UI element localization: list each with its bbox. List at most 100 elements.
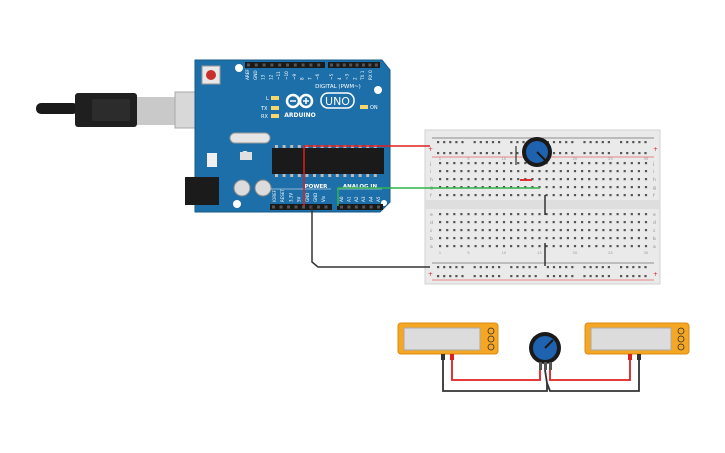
- breadboard-hole[interactable]: [545, 170, 548, 173]
- breadboard-hole[interactable]: [446, 186, 449, 189]
- breadboard-hole[interactable]: [488, 237, 491, 240]
- rail-hole[interactable]: [559, 141, 562, 144]
- breadboard-hole[interactable]: [559, 245, 562, 248]
- breadboard-hole[interactable]: [510, 213, 513, 216]
- rail-hole[interactable]: [534, 275, 537, 278]
- rail-hole[interactable]: [443, 141, 446, 144]
- breadboard-hole[interactable]: [510, 221, 513, 224]
- breadboard-hole[interactable]: [439, 194, 442, 197]
- wire-right-red[interactable]: [549, 360, 631, 381]
- breadboard-hole[interactable]: [517, 229, 520, 232]
- breadboard-hole[interactable]: [481, 221, 484, 224]
- breadboard-hole[interactable]: [623, 178, 626, 181]
- breadboard-hole[interactable]: [588, 162, 591, 165]
- rail-hole[interactable]: [620, 266, 623, 269]
- breadboard-hole[interactable]: [623, 237, 626, 240]
- breadboard-hole[interactable]: [566, 186, 569, 189]
- breadboard-hole[interactable]: [559, 221, 562, 224]
- arduino-uno-board[interactable]: L TX RX ON UNO ARDUINO DIGITAL (PWM~) AR…: [185, 59, 391, 213]
- breadboard-hole[interactable]: [453, 237, 456, 240]
- rail-hole[interactable]: [455, 141, 458, 144]
- breadboard-hole[interactable]: [630, 229, 633, 232]
- breadboard-hole[interactable]: [460, 229, 463, 232]
- breadboard-hole[interactable]: [637, 170, 640, 173]
- breadboard-hole[interactable]: [495, 213, 498, 216]
- breadboard-hole[interactable]: [531, 221, 534, 224]
- rail-hole[interactable]: [626, 152, 629, 155]
- breadboard-hole[interactable]: [573, 186, 577, 189]
- breadboard-hole[interactable]: [467, 237, 470, 240]
- breadboard-hole[interactable]: [502, 229, 506, 232]
- breadboard-hole[interactable]: [581, 186, 584, 189]
- rail-hole[interactable]: [516, 152, 519, 155]
- breadboard-hole[interactable]: [524, 186, 527, 189]
- breadboard-hole[interactable]: [552, 229, 555, 232]
- rail-hole[interactable]: [583, 152, 586, 155]
- breadboard-hole[interactable]: [474, 178, 477, 181]
- breadboard-hole[interactable]: [644, 229, 648, 232]
- breadboard-hole[interactable]: [559, 229, 562, 232]
- rail-hole[interactable]: [461, 141, 464, 144]
- breadboard-hole[interactable]: [531, 237, 534, 240]
- multimeter-terminal-v[interactable]: [677, 335, 685, 343]
- breadboard-hole[interactable]: [495, 229, 498, 232]
- breadboard-hole[interactable]: [602, 194, 605, 197]
- breadboard-hole[interactable]: [510, 162, 513, 165]
- breadboard-hole[interactable]: [502, 237, 506, 240]
- breadboard-hole[interactable]: [517, 221, 520, 224]
- breadboard-hole[interactable]: [488, 213, 491, 216]
- rail-hole[interactable]: [565, 141, 568, 144]
- breadboard-hole[interactable]: [538, 178, 541, 181]
- breadboard-hole[interactable]: [531, 213, 534, 216]
- wire-5v-red[interactable]: [303, 145, 430, 206]
- rail-hole[interactable]: [443, 152, 446, 155]
- breadboard-hole[interactable]: [602, 245, 605, 248]
- breadboard-hole[interactable]: [488, 245, 491, 248]
- breadboard-hole[interactable]: [460, 194, 463, 197]
- rail-hole[interactable]: [632, 275, 635, 278]
- breadboard-hole[interactable]: [467, 186, 470, 189]
- breadboard-hole[interactable]: [481, 162, 484, 165]
- breadboard-hole[interactable]: [488, 178, 491, 181]
- breadboard-hole[interactable]: [637, 162, 640, 165]
- breadboard-hole[interactable]: [559, 237, 562, 240]
- breadboard-hole[interactable]: [602, 221, 605, 224]
- breadboard-hole[interactable]: [616, 178, 619, 181]
- breadboard-hole[interactable]: [623, 213, 626, 216]
- breadboard-hole[interactable]: [630, 213, 633, 216]
- breadboard-hole[interactable]: [616, 237, 619, 240]
- breadboard-hole[interactable]: [524, 170, 527, 173]
- breadboard-hole[interactable]: [581, 194, 584, 197]
- rail-hole[interactable]: [516, 266, 519, 269]
- breadboard-hole[interactable]: [609, 213, 612, 216]
- breadboard-hole[interactable]: [502, 245, 506, 248]
- rail-hole[interactable]: [601, 141, 604, 144]
- breadboard-hole[interactable]: [573, 178, 577, 181]
- rail-hole[interactable]: [559, 275, 562, 278]
- breadboard-hole[interactable]: [552, 194, 555, 197]
- breadboard-hole[interactable]: [495, 237, 498, 240]
- rail-hole[interactable]: [644, 275, 647, 278]
- rail-hole[interactable]: [479, 152, 482, 155]
- multimeter-terminal-a[interactable]: [487, 327, 495, 335]
- breadboard-hole[interactable]: [623, 229, 626, 232]
- breadboard-hole[interactable]: [637, 178, 640, 181]
- breadboard-hole[interactable]: [545, 245, 548, 248]
- breadboard-hole[interactable]: [552, 178, 555, 181]
- rail-hole[interactable]: [546, 275, 549, 278]
- breadboard-hole[interactable]: [595, 245, 598, 248]
- breadboard-hole[interactable]: [588, 229, 591, 232]
- breadboard-hole[interactable]: [581, 213, 584, 216]
- breadboard-hole[interactable]: [460, 237, 463, 240]
- breadboard-hole[interactable]: [495, 186, 498, 189]
- breadboard-hole[interactable]: [637, 237, 640, 240]
- breadboard-hole[interactable]: [481, 194, 484, 197]
- breadboard-hole[interactable]: [609, 170, 612, 173]
- breadboard-hole[interactable]: [623, 186, 626, 189]
- rail-hole[interactable]: [638, 275, 641, 278]
- breadboard-hole[interactable]: [616, 186, 619, 189]
- breadboard-hole[interactable]: [609, 186, 612, 189]
- breadboard-hole[interactable]: [531, 170, 534, 173]
- breadboard-hole[interactable]: [630, 237, 633, 240]
- breadboard-hole[interactable]: [453, 229, 456, 232]
